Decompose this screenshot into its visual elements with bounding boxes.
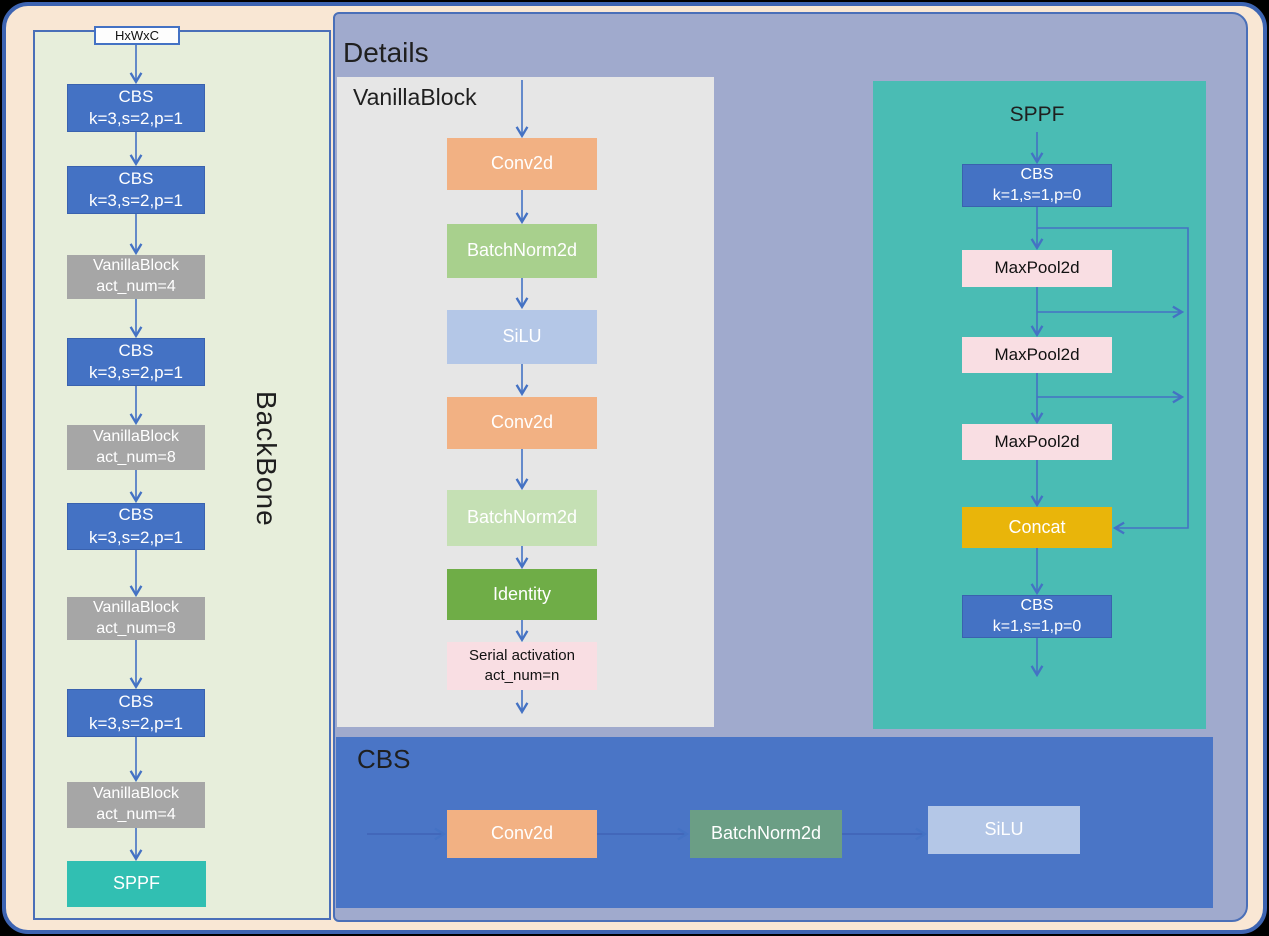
- sppf-node-cbs-out: CBS k=1,s=1,p=0: [962, 595, 1112, 638]
- node-label: VanillaBlock: [93, 257, 179, 275]
- vanilla-node-identity: Identity: [447, 569, 597, 620]
- node-label: VanillaBlock: [93, 785, 179, 803]
- node-label: SiLU: [984, 819, 1024, 840]
- node-params: k=3,s=2,p=1: [88, 527, 184, 547]
- node-params: act_num=8: [96, 448, 176, 466]
- vanilla-node-conv2d-1: Conv2d: [447, 138, 597, 190]
- backbone-node-vanillablock-2: VanillaBlock act_num=8: [67, 425, 205, 470]
- sppf-detail-title: SPPF: [1009, 103, 1065, 126]
- node-params: act_num=8: [96, 619, 176, 637]
- node-params: k=1,s=1,p=0: [992, 617, 1082, 635]
- backbone-node-vanillablock-3: VanillaBlock act_num=8: [67, 597, 205, 640]
- node-label: Conv2d: [490, 412, 554, 433]
- sppf-node-cbs-in: CBS k=1,s=1,p=0: [962, 164, 1112, 207]
- node-label: Serial activation: [469, 646, 575, 664]
- cbs-detail-title: CBS: [357, 744, 411, 774]
- node-label: BatchNorm2d: [710, 823, 822, 844]
- node-label: CBS: [118, 691, 154, 711]
- input-shape-label: HxWxC: [114, 28, 160, 43]
- backbone-node-cbs-1: CBS k=3,s=2,p=1: [67, 84, 205, 132]
- node-params: act_num=n: [484, 667, 560, 684]
- node-params: k=3,s=2,p=1: [88, 109, 184, 128]
- node-params: act_num=4: [96, 806, 176, 823]
- vanilla-node-serial-activation: Serial activation act_num=n: [447, 642, 597, 690]
- vanilla-node-batchnorm2d-1: BatchNorm2d: [447, 224, 597, 278]
- node-params: k=3,s=2,p=1: [88, 191, 184, 210]
- node-label: CBS: [118, 86, 154, 106]
- backbone-node-cbs-4: CBS k=3,s=2,p=1: [67, 503, 205, 550]
- vanilla-node-batchnorm2d-2: BatchNorm2d: [447, 490, 597, 546]
- node-label: MaxPool2d: [994, 431, 1080, 451]
- backbone-node-vanillablock-4: VanillaBlock act_num=4: [67, 782, 205, 828]
- node-label: Concat: [1008, 516, 1066, 537]
- node-label: MaxPool2d: [994, 258, 1080, 278]
- node-label: SiLU: [502, 326, 542, 347]
- backbone-node-cbs-3: CBS k=3,s=2,p=1: [67, 338, 205, 386]
- node-label: CBS: [1020, 596, 1054, 614]
- node-label: CBS: [118, 340, 154, 360]
- sppf-node-concat: Concat: [962, 507, 1112, 548]
- sppf-node-maxpool2d-2: MaxPool2d: [962, 337, 1112, 373]
- node-label: BatchNorm2d: [466, 507, 578, 528]
- node-params: act_num=4: [96, 278, 176, 295]
- vanillablock-detail-title: VanillaBlock: [353, 84, 477, 110]
- node-label: CBS: [118, 505, 154, 525]
- node-label: Conv2d: [490, 823, 554, 844]
- node-params: k=1,s=1,p=0: [992, 186, 1082, 204]
- node-label: VanillaBlock: [93, 598, 179, 616]
- details-panel-title: Details: [343, 37, 429, 68]
- backbone-node-cbs-2: CBS k=3,s=2,p=1: [67, 166, 205, 214]
- vanilla-node-silu: SiLU: [447, 310, 597, 364]
- backbone-node-sppf: SPPF: [67, 861, 206, 907]
- node-label: Identity: [492, 583, 552, 604]
- sppf-node-maxpool2d-1: MaxPool2d: [962, 250, 1112, 287]
- node-label: CBS: [118, 168, 154, 188]
- node-label: MaxPool2d: [994, 344, 1080, 364]
- node-label: VanillaBlock: [93, 427, 179, 445]
- input-shape-box: HxWxC: [94, 26, 180, 45]
- vanilla-node-conv2d-2: Conv2d: [447, 397, 597, 449]
- cbs-node-silu: SiLU: [928, 806, 1080, 854]
- node-label: SPPF: [112, 873, 160, 894]
- sppf-node-maxpool2d-3: MaxPool2d: [962, 424, 1112, 460]
- backbone-panel-title: BackBone: [250, 391, 282, 527]
- node-label: Conv2d: [490, 153, 554, 174]
- cbs-node-conv2d: Conv2d: [447, 810, 597, 858]
- backbone-node-cbs-5: CBS k=3,s=2,p=1: [67, 689, 205, 737]
- cbs-node-batchnorm2d: BatchNorm2d: [690, 810, 842, 858]
- backbone-node-vanillablock-1: VanillaBlock act_num=4: [67, 255, 205, 299]
- node-label: CBS: [1020, 165, 1054, 183]
- node-label: BatchNorm2d: [466, 240, 578, 261]
- node-params: k=3,s=2,p=1: [88, 363, 184, 382]
- node-params: k=3,s=2,p=1: [88, 714, 184, 733]
